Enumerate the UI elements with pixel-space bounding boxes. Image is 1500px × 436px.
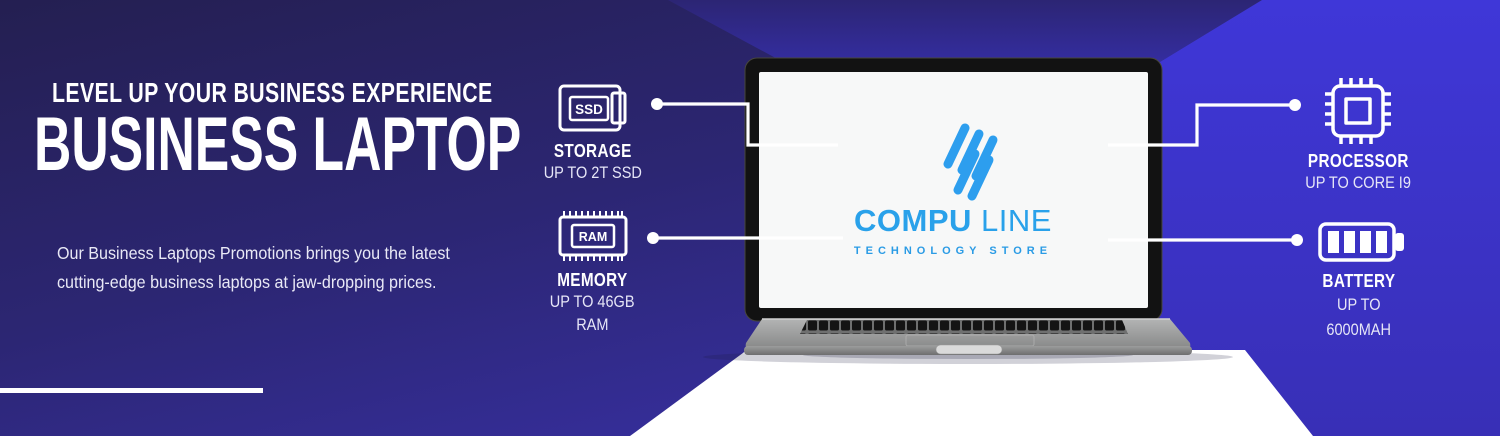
memory-callout-label: MEMORY xyxy=(556,270,628,290)
processor-callout-value: UP TO CORE I9 xyxy=(1305,174,1411,192)
callout-connectors xyxy=(653,102,1295,242)
brand-subtitle: TECHNOLOGY STORE xyxy=(853,245,1053,257)
description-line-1: Our Business Laptops Promotions brings y… xyxy=(57,243,450,263)
description: Our Business Laptops Promotions brings y… xyxy=(57,239,484,297)
processor-connector-dot xyxy=(1289,99,1301,111)
ram-icon: RAM xyxy=(558,211,628,261)
background-right-wall xyxy=(1160,0,1500,436)
ram-icon-text: RAM xyxy=(579,230,607,244)
decorative-underline xyxy=(0,388,263,393)
cpu-icon xyxy=(1325,78,1391,144)
battery-connector-dot xyxy=(1291,234,1303,246)
headline: BUSINESS LAPTOP xyxy=(34,107,751,183)
memory-callout-value: UP TO 46GB RAM xyxy=(549,293,635,334)
headline-text: BUSINESS LAPTOP xyxy=(34,102,522,187)
battery-callout-label: BATTERY xyxy=(1322,271,1396,291)
ssd-icon: SSD xyxy=(558,84,627,132)
storage-connector-dot xyxy=(651,98,663,110)
callout-connector-dots xyxy=(647,98,1303,246)
brand-secondary-text: LINE xyxy=(981,203,1052,238)
laptop-front-notch xyxy=(935,344,1003,355)
compu-line-logo-mark xyxy=(943,123,998,201)
processor-connector-line xyxy=(1108,103,1293,147)
description-line-2: cutting-edge business laptops at jaw-dro… xyxy=(57,272,437,292)
processor-callout-label: PROCESSOR xyxy=(1307,151,1409,171)
storage-connector-line xyxy=(657,102,838,147)
storage-callout-label: STORAGE xyxy=(554,141,632,161)
laptop-keyboard-keys xyxy=(800,320,1128,334)
battery-callout-value: UP TO 6000MAH xyxy=(1326,296,1392,339)
laptop xyxy=(744,57,1192,355)
battery-icon xyxy=(1318,222,1404,262)
memory-connector-dot xyxy=(647,232,659,244)
floor-white-panel xyxy=(630,350,1313,436)
storage-callout-value: UP TO 2T SSD xyxy=(543,164,643,182)
tagline-text: LEVEL UP YOUR BUSINESS EXPERIENCE xyxy=(52,77,493,108)
brand-primary-text: COMPU xyxy=(854,203,972,238)
background-ceiling-panel xyxy=(668,0,1262,62)
ssd-icon-text: SSD xyxy=(575,102,603,117)
tagline: LEVEL UP YOUR BUSINESS EXPERIENCE xyxy=(52,77,632,109)
brand-wordmark: COMPU LINE xyxy=(753,203,1153,239)
